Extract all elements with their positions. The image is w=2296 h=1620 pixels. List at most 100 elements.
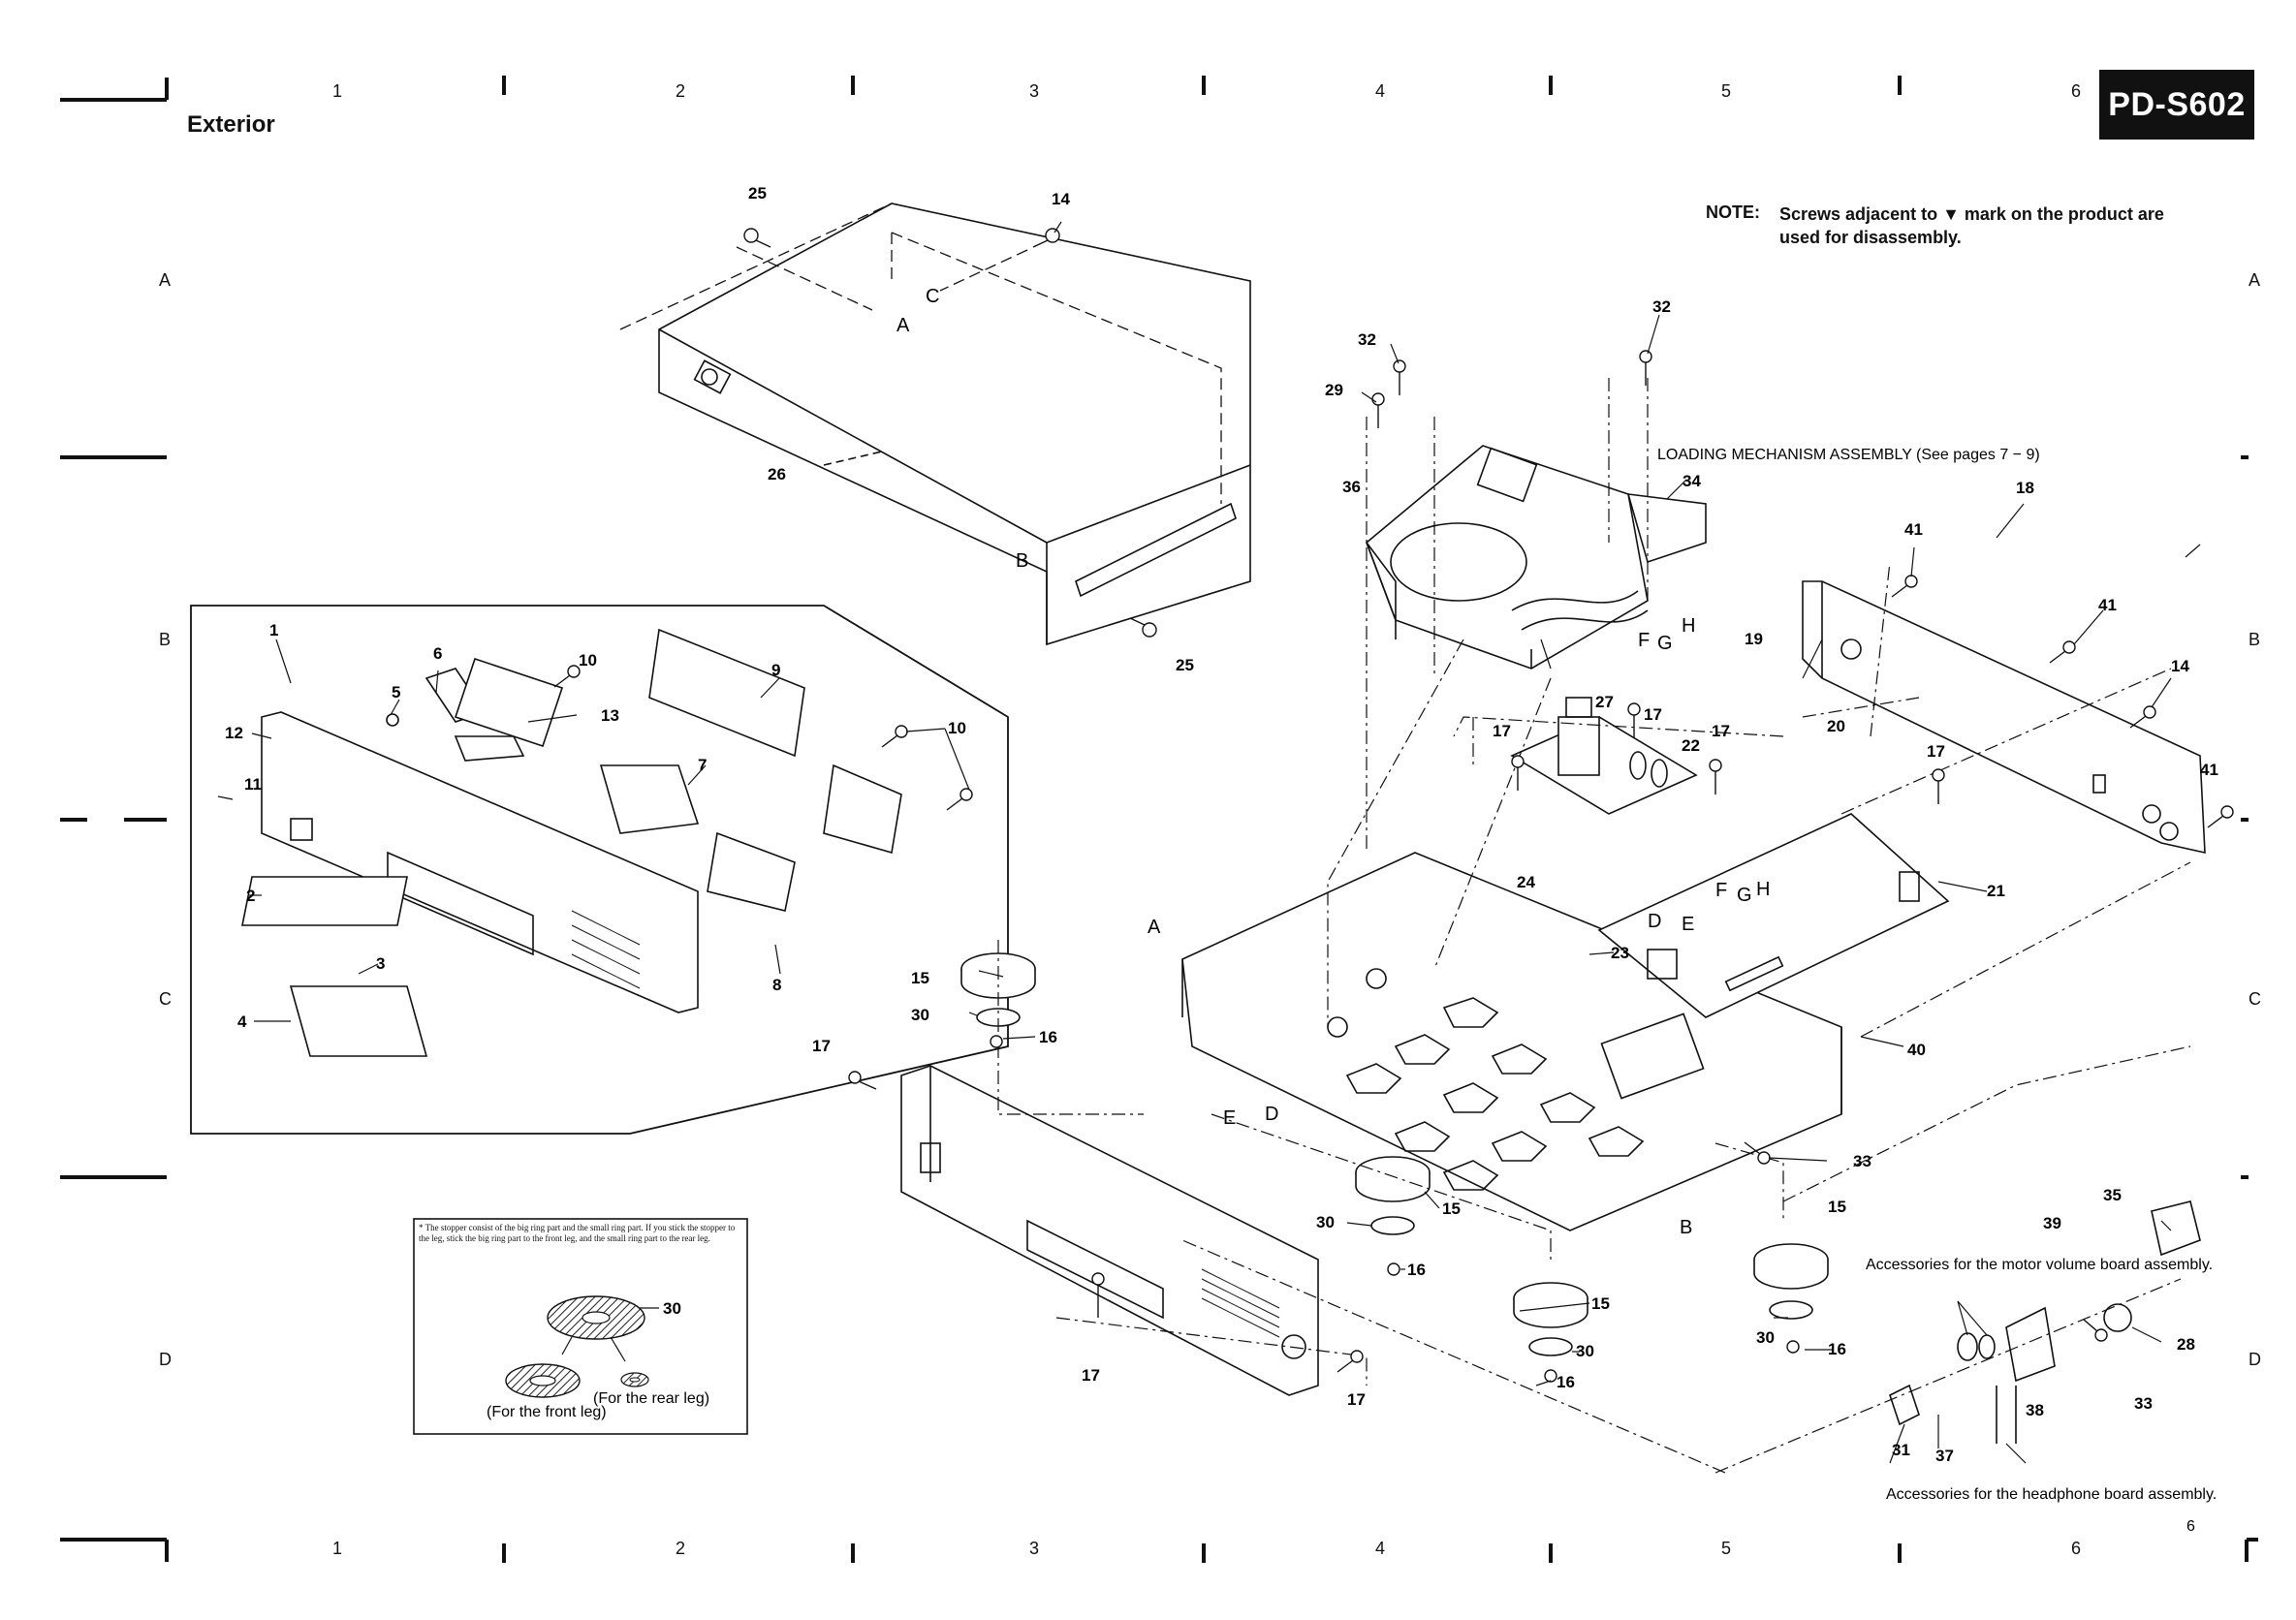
- row-letter-left: B: [159, 630, 172, 649]
- callout-11: 11: [244, 775, 262, 794]
- callout-39: 39: [2043, 1214, 2061, 1232]
- callout-14: 14: [2171, 657, 2189, 675]
- callout-7: 7: [698, 756, 707, 774]
- callout-41: 41: [2200, 761, 2218, 779]
- callout-17: 17: [1712, 722, 1730, 740]
- connector-letter-b: B: [1680, 1217, 1692, 1238]
- top-cover-dash: [619, 202, 1222, 504]
- callout-10: 10: [579, 651, 597, 670]
- callout-15: 15: [1591, 1294, 1610, 1313]
- front-leg-caption: (For the front leg): [487, 1404, 607, 1420]
- motor-accessories-line1: Accessories for the motor volume board a…: [1866, 1257, 2213, 1273]
- row-letter-right: C: [2249, 989, 2261, 1009]
- row-letter-right: D: [2249, 1350, 2261, 1369]
- connector-letter-c: C: [926, 286, 939, 307]
- front-panel-button-grid: [1201, 1268, 1280, 1338]
- column-number-bottom: 6: [2071, 1539, 2082, 1558]
- callout-8: 8: [772, 976, 781, 994]
- motor-accessories-label: Accessories for the motor volume board a…: [1866, 1257, 2213, 1273]
- callout-38: 38: [2026, 1401, 2044, 1419]
- callout-26: 26: [768, 465, 786, 483]
- callout-17: 17: [1493, 722, 1511, 740]
- callout-33: 33: [1853, 1152, 1871, 1170]
- callout-17: 17: [812, 1037, 831, 1055]
- foot-assembly: [960, 952, 1829, 1356]
- callout-41: 41: [1904, 520, 1923, 539]
- callout-16: 16: [1557, 1373, 1575, 1391]
- row-letter-right: B: [2249, 630, 2261, 649]
- callout-24: 24: [1517, 873, 1535, 891]
- callout-27: 27: [1595, 693, 1614, 711]
- rear-leg-caption: (For the rear leg): [593, 1390, 709, 1407]
- main-pcb: [1597, 813, 1950, 1018]
- callout-5: 5: [392, 683, 400, 701]
- connector-letter-e: E: [1223, 1107, 1236, 1129]
- column-number-bottom: 2: [676, 1539, 686, 1558]
- row-letter-left: A: [159, 270, 172, 290]
- connector-letter-a: A: [1148, 917, 1161, 938]
- callout-32: 32: [1652, 297, 1671, 316]
- row-letter-left: D: [159, 1350, 172, 1369]
- callout-21: 21: [1987, 882, 2005, 900]
- stopper-inset: * The stopper consist of the big ring pa…: [413, 1218, 748, 1435]
- loading-mechanism-label: LOADING MECHANISM ASSEMBLY (See pages 7 …: [1657, 447, 2040, 463]
- callout-19: 19: [1745, 630, 1763, 648]
- callout-6: 6: [433, 644, 442, 663]
- callout-22: 22: [1682, 736, 1700, 755]
- callout-13: 13: [601, 706, 619, 725]
- callout-28: 28: [2177, 1335, 2195, 1354]
- power-supply: [1510, 697, 1698, 815]
- connector-letter-e: E: [1682, 914, 1694, 935]
- callout-9: 9: [771, 661, 780, 679]
- model-badge: PD-S602: [2099, 70, 2254, 140]
- loading-mechanism: [1366, 445, 1707, 670]
- callout-30: 30: [1576, 1342, 1594, 1360]
- callout-30: 30: [911, 1006, 929, 1024]
- connection-letters: A C B F G H A D E F G H E D B: [896, 286, 1770, 1238]
- callout-32: 32: [1358, 330, 1376, 349]
- callout-20: 20: [1827, 717, 1845, 735]
- connector-letter-h: H: [1756, 879, 1770, 900]
- column-ticks: [502, 76, 2249, 1563]
- frame-marks: [60, 78, 2258, 1562]
- section-title: Exterior: [187, 111, 275, 138]
- callout-3: 3: [376, 954, 385, 973]
- callout-16: 16: [1828, 1340, 1846, 1358]
- connector-letter-g: G: [1657, 633, 1673, 654]
- callout-30: 30: [1756, 1328, 1775, 1347]
- callout-16: 16: [1039, 1028, 1057, 1046]
- callout-18: 18: [2016, 479, 2034, 497]
- column-number-top: 6: [2071, 81, 2082, 101]
- callout-40: 40: [1907, 1041, 1926, 1059]
- front-panel-exploded: [241, 628, 902, 1057]
- accessory-parts: [1889, 1200, 2201, 1444]
- callout-10: 10: [948, 719, 966, 737]
- screws: [553, 228, 2234, 1383]
- page-number: 6: [2186, 1518, 2195, 1535]
- column-number-bottom: 5: [1721, 1539, 1732, 1558]
- exploded-button-grid: [571, 910, 641, 989]
- callout-1: 1: [269, 621, 278, 639]
- column-number-bottom: 3: [1029, 1539, 1040, 1558]
- callout-41: 41: [2098, 596, 2117, 614]
- chassis: [1181, 852, 1842, 1231]
- callout-33: 33: [2134, 1394, 2153, 1413]
- column-number-top: 2: [676, 81, 686, 101]
- row-letter-left: C: [159, 989, 172, 1009]
- connector-letter-f: F: [1715, 880, 1727, 901]
- callout-25: 25: [748, 184, 767, 202]
- connector-letter-h: H: [1682, 615, 1695, 637]
- connector-letter-b: B: [1016, 550, 1028, 572]
- chassis-hex-cutouts: [1345, 997, 1645, 1191]
- leader-lines: [217, 221, 2201, 1464]
- guide-lines: [997, 378, 2191, 1474]
- connector-letter-f: F: [1638, 630, 1650, 651]
- callout-30: 30: [1316, 1213, 1335, 1231]
- column-number-bottom: 1: [332, 1539, 343, 1558]
- column-number-top: 1: [332, 81, 343, 101]
- callout-15: 15: [911, 969, 929, 987]
- callout-36: 36: [1342, 478, 1361, 496]
- callout-17: 17: [1644, 705, 1662, 724]
- rear-panel: [1802, 580, 2206, 855]
- callout-17: 17: [1347, 1390, 1366, 1409]
